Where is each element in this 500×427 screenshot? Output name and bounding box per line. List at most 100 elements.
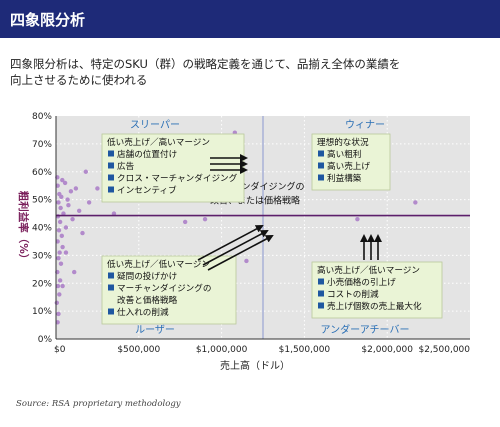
data-point: [72, 269, 77, 275]
quadrant-box-item: 店舗の位置付け: [117, 148, 177, 160]
data-point: [56, 228, 62, 233]
data-point: [57, 292, 62, 297]
data-point: [80, 230, 85, 236]
data-point: [61, 211, 66, 216]
x-tick-label: $1,500,000: [279, 345, 331, 355]
source-note: Source: RSA proprietary methodology: [16, 399, 181, 409]
data-point: [83, 169, 89, 174]
arrow-diagonal: [202, 230, 269, 266]
bullet-square: [108, 308, 114, 315]
data-point: [57, 219, 63, 225]
data-point: [66, 203, 71, 208]
quadrant-box-title: 低い売上げ／高いマージン: [107, 136, 210, 148]
data-point: [55, 283, 61, 289]
intro-line-2: 向上させるために使われる: [10, 73, 148, 87]
y-tick-label: 40%: [32, 224, 52, 234]
data-point: [111, 211, 117, 216]
quadrant-label-top-left: スリーパー: [130, 119, 180, 131]
quadrant-label-bottom-right: アンダーアチーバー: [321, 323, 410, 336]
arrow-diagonal: [207, 235, 274, 271]
data-point: [413, 200, 418, 205]
quadrant-box-title: 高い売上げ／低いマージン: [317, 264, 420, 276]
data-point: [62, 180, 68, 186]
data-point: [244, 258, 249, 264]
data-point: [73, 186, 79, 191]
bullet-square: [318, 278, 324, 285]
quadrant-box-title: 低い売上げ／低いマージン: [107, 258, 210, 270]
bullet-square: [108, 150, 114, 157]
data-point: [55, 320, 60, 325]
data-point: [63, 250, 69, 255]
page-title: 四象限分析: [10, 11, 86, 29]
y-tick-label: 0%: [38, 335, 53, 345]
data-point: [60, 283, 65, 289]
data-point: [60, 177, 65, 183]
quadrant-box-item: 仕入れの削減: [117, 306, 169, 318]
quadrant-box-item: 小売価格の引上げ: [327, 276, 396, 288]
quadrant-box-item: 売上げ個数の売上最大化: [327, 300, 422, 312]
quadrant-box-item: コストの削減: [327, 288, 379, 300]
x-tick-label: $2,500,000: [418, 345, 470, 355]
data-point: [65, 197, 70, 202]
intro-text: 四象限分析は、特定のSKU（群）の戦略定義を通じて、品揃え全体の業績を 向上させ…: [10, 56, 480, 88]
bullet-square: [318, 174, 324, 181]
bullet-square: [108, 272, 114, 279]
data-point: [182, 219, 188, 225]
y-tick-label: 80%: [32, 112, 52, 122]
y-tick-label: 10%: [32, 307, 52, 317]
header-bar: 四象限分析: [0, 0, 500, 38]
quadrant-box-1: [101, 133, 245, 203]
y-tick-label: 30%: [32, 251, 52, 261]
data-point: [57, 278, 63, 283]
quadrant-box-item: 利益構築: [327, 172, 362, 184]
quadrant-box-item: 疑問の投げかけ: [117, 270, 177, 282]
arrow-diagonal: [197, 225, 264, 261]
data-point: [86, 200, 92, 205]
bullet-square: [108, 284, 114, 291]
bullet-square: [318, 162, 324, 169]
y-tick-label: 70%: [32, 140, 52, 150]
data-point: [70, 216, 75, 222]
quadrant-box-item: 改善と価格戦略: [117, 294, 178, 306]
quadrant-box-4: [311, 261, 443, 319]
x-axis-label: 売上高（ドル）: [220, 359, 290, 372]
quadrant-box-item: 高い売上げ: [327, 160, 370, 172]
quadrant-label-top-right: ウィナー: [345, 119, 385, 131]
bullet-square: [108, 186, 114, 193]
data-point: [57, 250, 62, 255]
data-point: [95, 186, 100, 191]
quadrant-box-item: インセンティブ: [117, 184, 177, 196]
data-point: [355, 216, 360, 222]
data-point: [56, 200, 61, 205]
data-point: [202, 216, 208, 222]
data-point: [58, 261, 64, 266]
data-point: [57, 191, 62, 197]
x-tick-label: $0: [54, 345, 66, 355]
x-tick-label: $2,000,000: [361, 345, 413, 355]
data-point: [59, 233, 64, 239]
quadrant-box-item: 高い粗利: [327, 148, 361, 160]
bullet-square: [318, 150, 324, 157]
bullet-square: [108, 174, 114, 181]
bullet-square: [318, 290, 324, 297]
data-point: [63, 225, 69, 230]
x-tick-label: $1,000,000: [196, 345, 248, 355]
y-tick-label: 20%: [32, 279, 52, 289]
data-point: [55, 183, 60, 188]
data-point: [55, 239, 60, 244]
quadrant-scatter-chart: マーチャンダイジングの改善、または価格戦略スリーパーウィナールーザーアンダーアチ…: [17, 112, 470, 372]
y-axis-label: 粗利益率（%）: [17, 191, 30, 265]
data-point: [56, 255, 61, 261]
data-point: [58, 205, 63, 211]
data-point: [76, 208, 82, 213]
data-point: [60, 244, 65, 250]
x-tick-label: $500,000: [117, 345, 160, 355]
quadrant-box-2: [311, 133, 391, 191]
quadrant-box-item: 広告: [117, 160, 135, 172]
quadrant-box-title: 理想的な状況: [317, 136, 369, 148]
bullet-square: [318, 302, 324, 309]
data-point: [68, 189, 74, 194]
bullet-square: [108, 162, 114, 169]
intro-line-1: 四象限分析は、特定のSKU（群）の戦略定義を通じて、品揃え全体の業績を: [10, 57, 401, 71]
